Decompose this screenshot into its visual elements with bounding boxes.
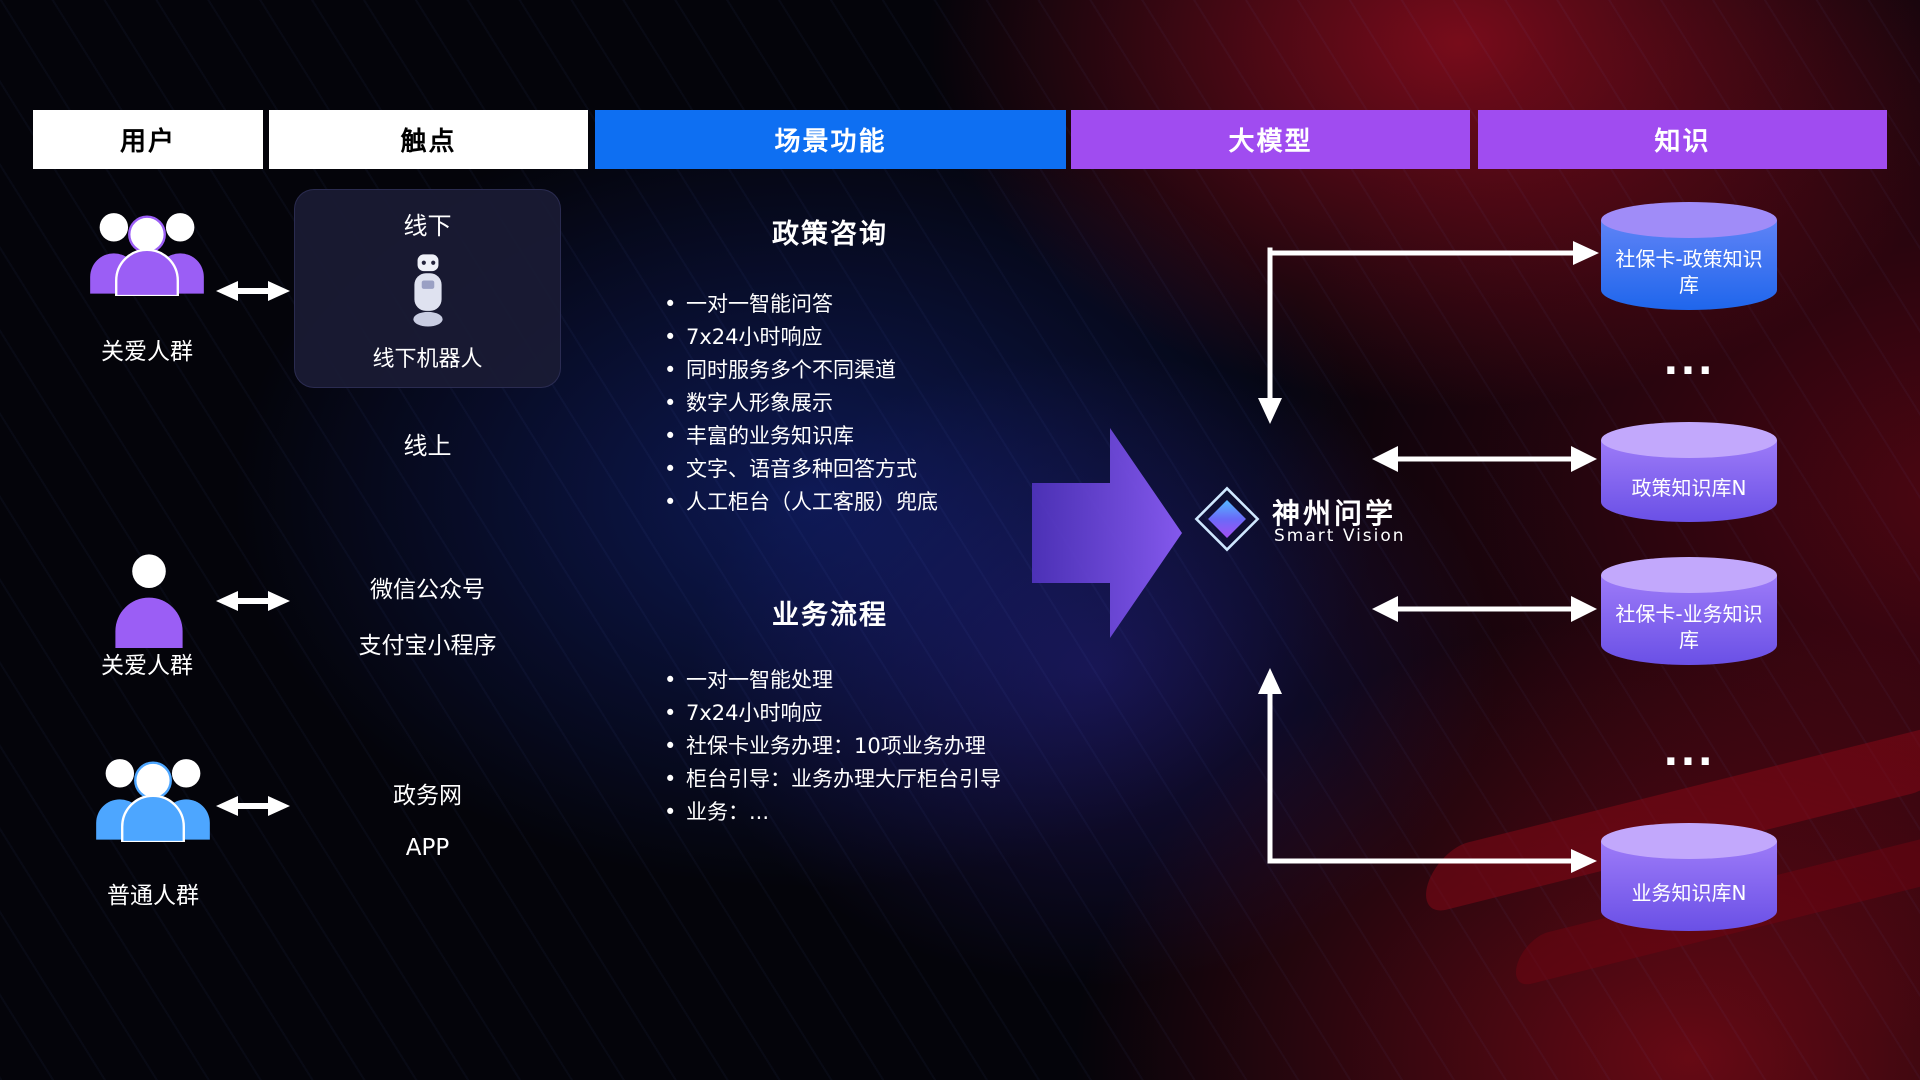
smart-vision-logo <box>1194 486 1260 552</box>
offline-touchpoint-card: 线下 线下机器人 <box>294 189 561 388</box>
cylinder-top <box>1601 202 1777 238</box>
bullet-item: 同时服务多个不同渠道 <box>660 354 1140 387</box>
column-header-touchpoints: 触点 <box>269 110 588 169</box>
bullet-item: 柜台引导：业务办理大厅柜台引导 <box>660 763 1140 796</box>
cylinder-top <box>1601 557 1777 593</box>
column-header-model: 大模型 <box>1071 110 1470 169</box>
touchpoint-app: APP <box>405 835 450 861</box>
bullet-item: 7x24小时响应 <box>660 321 1140 354</box>
touchpoint-alipay: 支付宝小程序 <box>358 633 497 659</box>
cylinder-top <box>1601 422 1777 458</box>
brand-name: 神州问学 <box>1272 497 1397 530</box>
user-group-icon-purple <box>85 206 209 296</box>
column-header-scenarios: 场景功能 <box>595 110 1066 169</box>
cylinder-label: 业务知识库N <box>1631 881 1747 905</box>
bullet-item: 一对一智能处理 <box>660 664 1140 697</box>
ellipsis: ... <box>1663 729 1715 775</box>
brand-subtitle: Smart Vision <box>1274 526 1406 546</box>
knowledge-cylinder-policy-n: 政策知识库N <box>1601 422 1777 522</box>
user-group-icon-blue <box>91 752 215 842</box>
scenario-title-policy: 政策咨询 <box>772 219 888 250</box>
bullet-item: 文字、语音多种回答方式 <box>660 453 1140 486</box>
cylinder-label: 政策知识库N <box>1631 476 1747 500</box>
policy-bullet-list: 一对一智能问答 7x24小时响应 同时服务多个不同渠道 数字人形象展示 丰富的业… <box>660 288 1140 519</box>
bullet-item: 人工柜台（人工客服）兜底 <box>660 486 1140 519</box>
column-header-knowledge: 知识 <box>1478 110 1887 169</box>
knowledge-cylinder-business-n: 业务知识库N <box>1601 823 1777 931</box>
offline-label: 线下 <box>403 212 452 240</box>
bullet-item: 社保卡业务办理：10项业务办理 <box>660 730 1140 763</box>
big-flow-arrow <box>1032 428 1182 638</box>
business-bullet-list: 一对一智能处理 7x24小时响应 社保卡业务办理：10项业务办理 柜台引导：业务… <box>660 664 1140 829</box>
user-ordinary-label: 普通人群 <box>107 883 199 909</box>
online-label: 线上 <box>403 432 452 460</box>
scenario-title-business: 业务流程 <box>772 600 888 631</box>
touchpoint-wechat: 微信公众号 <box>370 577 485 603</box>
knowledge-cylinder-business-ssc: 社保卡-业务知识库 <box>1601 557 1777 665</box>
bullet-item: 7x24小时响应 <box>660 697 1140 730</box>
ellipsis: ... <box>1663 338 1715 384</box>
cylinder-label: 社保卡-业务知识库 <box>1615 602 1763 652</box>
single-person-icon-purple <box>110 552 188 648</box>
knowledge-cylinder-policy-ssc: 社保卡-政策知识库 <box>1601 202 1777 310</box>
bullet-item: 一对一智能问答 <box>660 288 1140 321</box>
bullet-item: 业务：... <box>660 796 1140 829</box>
robot-image <box>405 251 451 331</box>
user-single-label: 关爱人群 <box>101 653 193 679</box>
touchpoint-gov-web: 政务网 <box>393 783 462 809</box>
bullet-item: 数字人形象展示 <box>660 387 1140 420</box>
bullet-item: 丰富的业务知识库 <box>660 420 1140 453</box>
offline-robot-caption: 线下机器人 <box>372 347 483 372</box>
user-group-label: 关爱人群 <box>101 339 193 365</box>
cylinder-label: 社保卡-政策知识库 <box>1615 247 1763 297</box>
cylinder-top <box>1601 823 1777 859</box>
column-header-users: 用户 <box>33 110 263 169</box>
